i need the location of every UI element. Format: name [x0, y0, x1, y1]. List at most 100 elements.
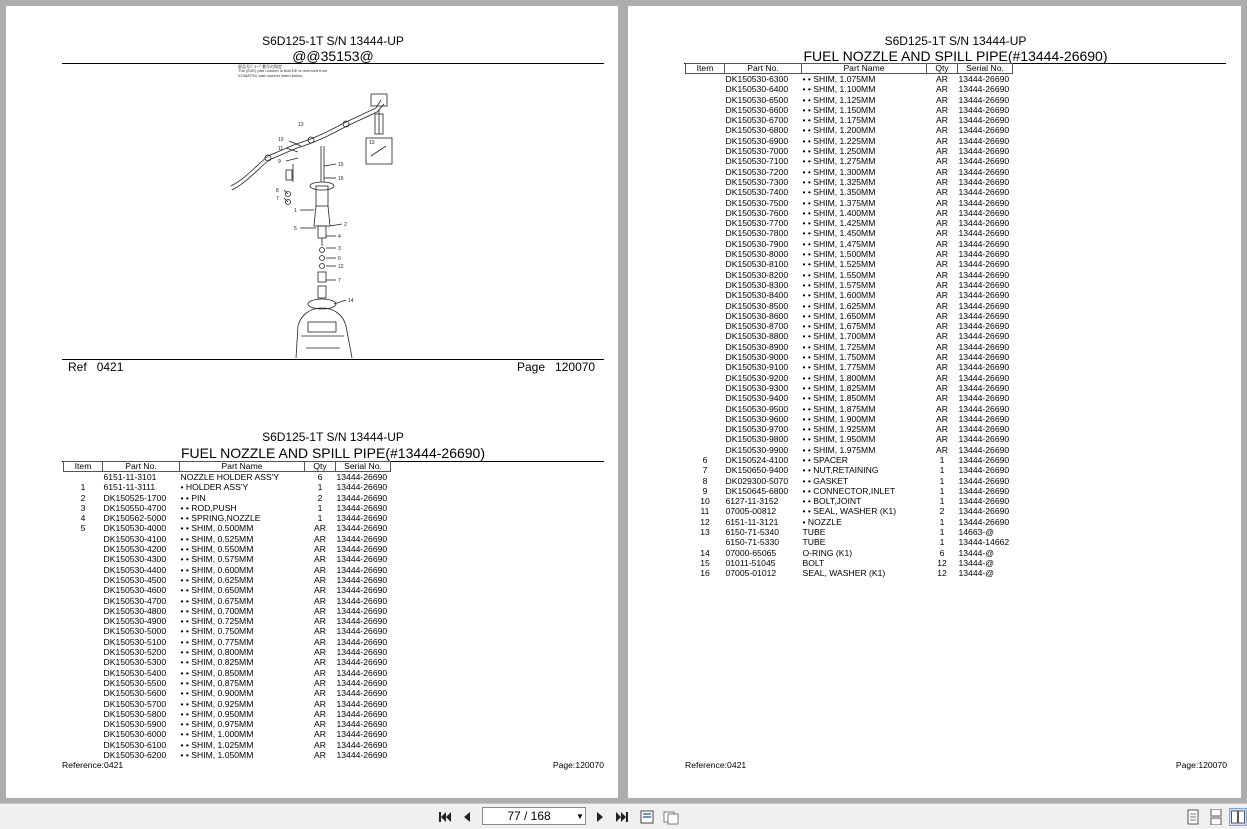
- quantity: 6: [317, 472, 323, 482]
- next-page-icon[interactable]: [591, 808, 609, 826]
- part-name: • • SHIM, 1.825MM: [802, 382, 876, 393]
- left-footer-page: Page:120070: [552, 760, 604, 770]
- part-number: DK150530-6400: [725, 84, 789, 95]
- part-number: DK150530-6700: [725, 115, 789, 126]
- part-number: DK150530-6500: [725, 94, 789, 105]
- item-number: [686, 414, 725, 424]
- serial-range: 13444-26690: [958, 496, 1010, 507]
- quantity: AR: [936, 249, 948, 260]
- serial-range: 13444-26690: [336, 688, 388, 699]
- svg-text:8: 8: [276, 188, 279, 194]
- part-number: DK150530-6300: [725, 74, 789, 84]
- part-name: • • SHIM, 0.750MM: [180, 626, 254, 637]
- chevron-down-icon[interactable]: ▼: [576, 811, 584, 821]
- last-page-icon[interactable]: [613, 808, 631, 826]
- single-page-icon[interactable]: [1184, 808, 1202, 826]
- header-rule: [62, 63, 604, 64]
- quantity: AR: [314, 708, 326, 719]
- part-number: DK150530-8600: [725, 310, 789, 321]
- fit-page-icon[interactable]: [638, 808, 656, 826]
- page-number-select[interactable]: 77 / 168 ▼: [482, 807, 586, 825]
- item-number: [686, 167, 725, 177]
- item-number: [64, 534, 103, 544]
- quantity: 12: [937, 568, 947, 579]
- item-number: [64, 750, 103, 760]
- part-number: DK029300-5070: [725, 475, 789, 486]
- part-name: • • SHIM, 1.125MM: [802, 94, 876, 105]
- item-number: [686, 95, 725, 105]
- part-name: • • SHIM, 0.675MM: [180, 595, 254, 606]
- col-qty: Qty: [304, 461, 336, 472]
- part-name: • • SHIM, 1.450MM: [802, 228, 876, 239]
- serial-range: 13444-26690: [336, 739, 388, 750]
- part-name: • • PIN: [180, 492, 206, 503]
- quantity: AR: [314, 657, 326, 668]
- quantity: AR: [314, 647, 326, 658]
- part-name: • • SHIM, 0.550MM: [180, 544, 254, 555]
- fit-width-icon[interactable]: [662, 808, 680, 826]
- quantity: AR: [936, 238, 948, 249]
- item-number: [64, 626, 103, 636]
- serial-range: 13444-26690: [958, 434, 1010, 445]
- quantity: AR: [936, 444, 948, 455]
- prev-page-icon[interactable]: [458, 808, 476, 826]
- part-name: • • SHIM, 1.325MM: [802, 176, 876, 187]
- item-number: [686, 434, 725, 444]
- quantity: AR: [314, 750, 326, 761]
- part-name: • • ROD,PUSH: [180, 502, 237, 513]
- part-number: DK150530-4900: [103, 616, 167, 627]
- serial-range: 13444-26690: [958, 321, 1010, 332]
- item-number: [686, 270, 725, 280]
- serial-range: 13444-26690: [336, 544, 388, 555]
- part-number: DK150530-9500: [725, 403, 789, 414]
- quantity: AR: [936, 300, 948, 311]
- serial-range: 13444-26690: [958, 382, 1010, 393]
- serial-range: 13444-26690: [958, 372, 1010, 383]
- part-name: • • SHIM, 0.500MM: [180, 523, 254, 534]
- quantity: AR: [936, 393, 948, 404]
- right-footer-page: Page:120070: [1175, 760, 1227, 770]
- part-number: DK150530-8800: [725, 331, 789, 342]
- item-number: [64, 709, 103, 719]
- serial-range: 13444-26690: [958, 454, 1010, 465]
- first-page-icon[interactable]: [436, 808, 454, 826]
- quantity: AR: [936, 382, 948, 393]
- quantity: 12: [937, 557, 947, 568]
- right-table-title: FUEL NOZZLE AND SPILL PIPE(#13444-26690): [803, 48, 1108, 64]
- quantity: AR: [936, 269, 948, 280]
- serial-range: 14663-@: [958, 527, 994, 538]
- item-number: 9: [702, 485, 708, 496]
- left-document-page: S6D125-1T S/N 13444-UP @@35153@ 部品号ｸﾞﾙｰﾌ…: [6, 6, 618, 798]
- page-indicator: 77 / 168: [507, 809, 551, 823]
- part-number: DK150530-5100: [103, 636, 167, 647]
- item-number: [686, 311, 725, 321]
- facing-page-icon[interactable]: [1229, 808, 1247, 826]
- part-number: DK150530-6800: [725, 125, 789, 136]
- part-name: • • SHIM, 1.625MM: [802, 300, 876, 311]
- quantity: AR: [936, 424, 948, 435]
- part-name: • • SHIM, 1.225MM: [802, 135, 876, 146]
- part-name: • • SHIM, 1.975MM: [802, 444, 876, 455]
- part-number: DK150530-5900: [103, 719, 167, 730]
- quantity: AR: [936, 228, 948, 239]
- serial-range: 13444-26690: [336, 554, 388, 565]
- serial-range: 13444-26690: [336, 719, 388, 730]
- col-qty: Qty: [926, 63, 958, 74]
- quantity: AR: [936, 362, 948, 373]
- quantity: AR: [314, 585, 326, 596]
- part-name: • • SHIM, 1.025MM: [180, 739, 254, 750]
- serial-range: 13444-26690: [958, 197, 1010, 208]
- left-table-title-small: S6D125-1T S/N 13444-UP: [262, 430, 404, 444]
- continuous-page-icon[interactable]: [1207, 808, 1225, 826]
- serial-range: 13444-26690: [958, 362, 1010, 373]
